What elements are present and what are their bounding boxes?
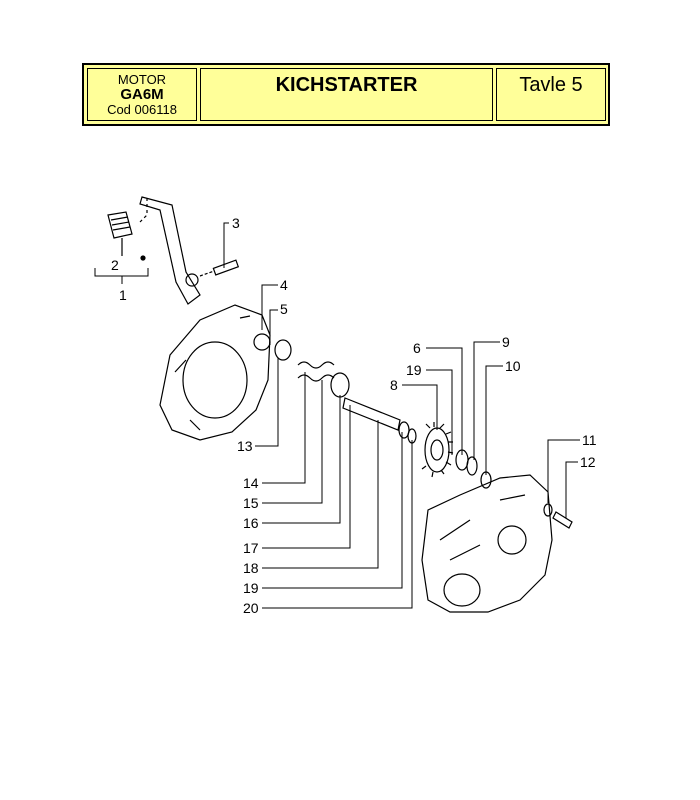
kick-lever — [139, 196, 201, 305]
callout-9: 9 — [502, 334, 510, 350]
callout-19-lower: 19 — [243, 580, 259, 596]
engine-model: GA6M — [120, 86, 164, 103]
callout-15: 15 — [243, 495, 259, 511]
callout-16: 16 — [243, 515, 259, 531]
cover-bolt — [543, 503, 573, 529]
crankcase — [421, 474, 553, 613]
callout-6: 6 — [413, 340, 421, 356]
callout-10: 10 — [505, 358, 521, 374]
title-block: MOTOR GA6M Cod 006118 KICHSTARTER Tavle … — [82, 63, 610, 126]
callout-12: 12 — [580, 454, 596, 470]
engine-cell: MOTOR GA6M Cod 006118 — [87, 68, 197, 121]
engine-label: MOTOR — [117, 72, 167, 87]
kick-shaft — [342, 397, 401, 431]
callout-5: 5 — [280, 301, 288, 317]
pinch-bolt — [199, 259, 240, 277]
callout-4: 4 — [280, 277, 288, 293]
callout-1: 1 — [119, 287, 127, 303]
callout-11: 11 — [582, 432, 597, 448]
engine-code: Cod 006118 — [107, 102, 177, 117]
callout-8: 8 — [390, 377, 398, 393]
rubber-boot — [107, 211, 133, 239]
callout-3: 3 — [232, 215, 240, 231]
callout-19-upper: 19 — [406, 362, 422, 378]
kick-gear — [421, 422, 454, 478]
plate-number: Tavle 5 — [496, 68, 606, 121]
clutch-cover — [159, 304, 271, 441]
callout-17: 17 — [243, 540, 259, 556]
callout-18: 18 — [243, 560, 259, 576]
page-title: KICHSTARTER — [200, 68, 493, 121]
callout-20: 20 — [243, 600, 259, 616]
callout-2: 2 — [111, 257, 119, 273]
callout-13: 13 — [237, 438, 253, 454]
callout-14: 14 — [243, 475, 259, 491]
